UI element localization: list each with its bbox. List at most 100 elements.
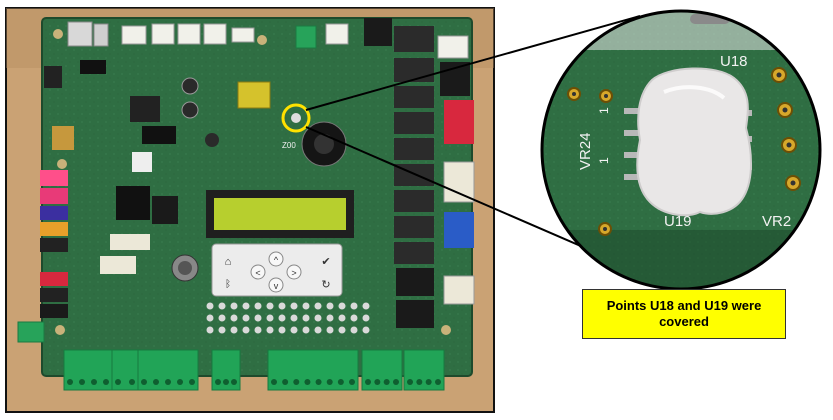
header-pin — [338, 314, 346, 322]
header-pin — [290, 302, 298, 310]
pad-hole — [572, 92, 576, 96]
relay — [394, 26, 434, 52]
header-pin — [350, 302, 358, 310]
zoom-shadow — [542, 230, 820, 289]
pin-rows — [206, 302, 370, 334]
chip-leg — [624, 108, 646, 114]
relay — [394, 138, 434, 160]
chip-leg — [624, 130, 646, 136]
pads-left — [567, 87, 613, 236]
terminal-screw — [271, 379, 277, 385]
green-connector — [17, 321, 45, 343]
terminal-screw — [67, 379, 73, 385]
terminal-screw — [435, 379, 441, 385]
terminal-screw — [337, 379, 344, 385]
u18-label: U18 — [720, 53, 748, 70]
arrow-left-icon: < — [255, 268, 260, 278]
connector — [396, 300, 434, 328]
chip — [116, 186, 150, 220]
transformer — [237, 81, 271, 109]
connector — [44, 66, 62, 88]
terminal-screw — [91, 379, 97, 385]
terminal-screw — [165, 379, 171, 385]
terminal-screw — [326, 379, 333, 385]
arrow-left-button[interactable] — [250, 264, 266, 280]
bluetooth-icon[interactable]: ᛒ — [225, 279, 231, 290]
header-pin — [362, 326, 370, 334]
header-pin — [290, 326, 298, 334]
header-pin — [254, 302, 262, 310]
header-pin — [338, 302, 346, 310]
arrow-up-button[interactable] — [268, 251, 284, 267]
lcd-screen — [214, 198, 346, 230]
arrow-right-button[interactable] — [286, 264, 302, 280]
silkscreen-label: Z00 — [282, 141, 296, 150]
terminal-screw — [103, 379, 109, 385]
chip — [80, 60, 106, 74]
connector — [121, 25, 147, 45]
terminal-screws — [67, 379, 441, 385]
mounting-hole — [53, 29, 63, 39]
terminal-screw — [393, 379, 399, 385]
mounting-hole — [57, 159, 67, 169]
compound-highlight — [663, 85, 726, 100]
red-connector — [40, 272, 68, 286]
header-pin — [218, 314, 226, 322]
potting-compound — [636, 67, 752, 217]
connector — [177, 23, 201, 45]
header-pin — [242, 314, 250, 322]
connector — [443, 161, 475, 203]
terminal-screw — [425, 379, 432, 385]
arrow-down-button[interactable] — [268, 277, 284, 293]
header-pin — [266, 314, 274, 322]
right-relays — [394, 26, 475, 328]
terminal-screw — [115, 379, 121, 385]
refresh-icon[interactable]: ↻ — [321, 279, 330, 291]
connector — [231, 27, 255, 43]
header-pin — [242, 326, 250, 334]
check-icon[interactable]: ✔ — [321, 256, 330, 268]
header-pin — [206, 326, 214, 334]
terminal-screw — [282, 379, 289, 385]
green-connector — [295, 25, 317, 49]
header-pin — [230, 314, 238, 322]
pad-hole — [604, 94, 608, 98]
terminal-screw — [315, 379, 322, 385]
relay — [394, 216, 434, 238]
header-pin — [350, 314, 358, 322]
terminal-screw — [79, 379, 85, 385]
callout-box: Points U18 and U19 were covered — [582, 289, 786, 339]
connector — [325, 23, 349, 45]
callout-line-top — [305, 15, 641, 111]
header-pin — [242, 302, 250, 310]
terminal-screw — [374, 379, 381, 385]
pad-hole — [782, 107, 788, 113]
capacitor — [181, 77, 199, 95]
header-pin — [206, 314, 214, 322]
chip — [130, 96, 160, 122]
pad-hole — [786, 142, 792, 148]
header-pin — [302, 326, 310, 334]
header-pin — [266, 302, 274, 310]
pad-hole — [603, 227, 607, 231]
arrow-right-icon: > — [291, 268, 296, 278]
black-connector — [364, 18, 392, 46]
home-icon[interactable]: ⌂ — [225, 256, 232, 268]
header-pin — [326, 326, 334, 334]
mounting-hole — [257, 35, 267, 45]
pad-hole — [790, 180, 796, 186]
capacitor — [181, 101, 199, 119]
header-pin — [230, 302, 238, 310]
connector — [100, 256, 136, 274]
pin1-label: 1 — [597, 107, 611, 114]
chip — [152, 196, 178, 224]
blue-connector — [40, 206, 68, 220]
header-pin — [254, 326, 262, 334]
pink-connector — [40, 188, 68, 204]
terminal-screw — [383, 379, 390, 385]
pin1-label-second: 1 — [597, 157, 611, 164]
connector — [93, 23, 109, 47]
terminal-screw — [129, 379, 135, 385]
